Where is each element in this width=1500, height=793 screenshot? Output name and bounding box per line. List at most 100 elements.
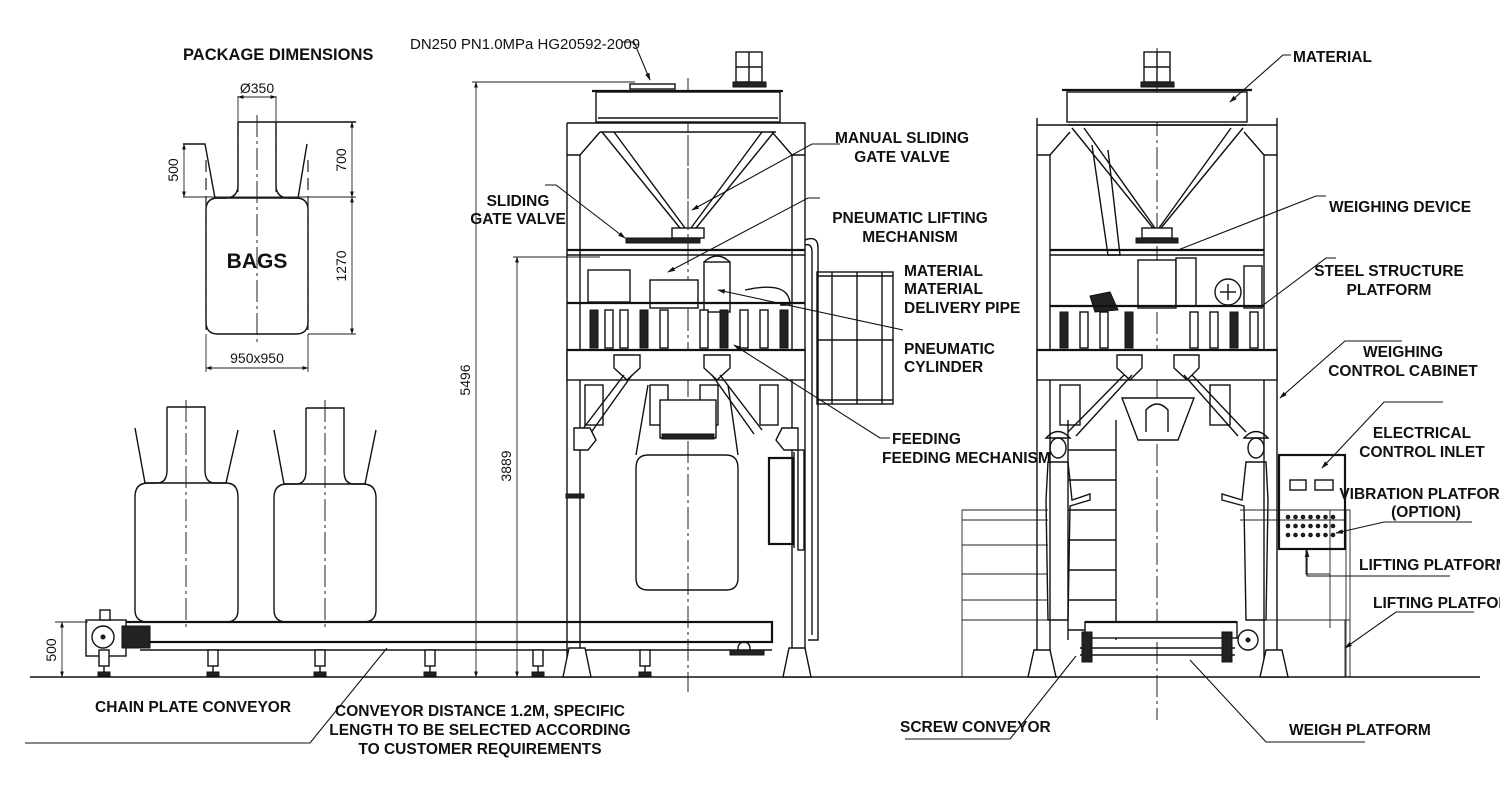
label-steel-structure-platform: STEEL STRUCTURE PLATFORM: [1261, 257, 1464, 307]
bag-on-conveyor-1: [134, 400, 239, 630]
mechanism-part: [639, 309, 649, 349]
label-line: PLATFORM: [1347, 282, 1432, 299]
chain-plate-conveyor: [85, 609, 774, 677]
label-chain-plate-conveyor: CHAIN PLATE CONVEYOR: [95, 699, 291, 716]
label-line: FEEDING: [892, 431, 961, 448]
label-line: WEIGH PLATFORM: [1289, 722, 1431, 739]
bag-outline: [183, 115, 356, 342]
label-line: MANUAL SLIDING: [835, 130, 969, 147]
mechanism-part: [1099, 311, 1109, 349]
mechanism-part: [589, 309, 599, 349]
cabinet-button-icon: [1293, 523, 1298, 529]
label-line: WEIGHING: [1363, 344, 1443, 361]
label-lifting-platform-1: LIFTING PLATFORM: [1304, 549, 1500, 577]
mechanism-part: [719, 309, 729, 349]
bags-on-conveyor: [134, 400, 377, 630]
dim-spout-height: 700: [333, 148, 349, 172]
label-pneumatic-lifting-mechanism: PNEUMATIC LIFTING MECHANISM: [667, 197, 988, 273]
conveyor-feet: [97, 649, 652, 677]
mechanism-part: [739, 309, 749, 349]
label-sliding-gate-valve: SLIDING GATE VALVE: [470, 184, 626, 239]
operator-figure-right: [1221, 430, 1270, 621]
mechanism-part: [584, 384, 604, 426]
cabinet-buttons: [1285, 514, 1336, 538]
label-line: CYLINDER: [904, 359, 983, 376]
conveyor-foot: [423, 649, 437, 677]
conveyor-foot: [313, 649, 327, 677]
mechanism-part: [1079, 311, 1089, 349]
label-line: PNEUMATIC: [904, 341, 995, 358]
conveyor-foot: [97, 649, 111, 677]
cabinet-button-icon: [1315, 523, 1321, 529]
side-mid-parts: [1059, 311, 1259, 426]
cabinet-button-icon: [1285, 523, 1291, 529]
dim-total-height: 5496: [457, 364, 473, 395]
cabinet-button-icon: [1323, 523, 1328, 529]
label-line: MATERIAL: [904, 281, 983, 298]
label-manual-sliding-gate-valve: MANUAL SLIDING GATE VALVE: [691, 130, 969, 211]
label-line: MATERIAL: [904, 263, 983, 280]
label-line: LIFTING PLATFORM: [1359, 557, 1500, 574]
label-line: SLIDING: [487, 193, 550, 210]
label-weighing-device: WEIGHING DEVICE: [1177, 195, 1471, 251]
mechanism-part: [1189, 311, 1199, 349]
label-line: CONVEYOR DISTANCE 1.2M, SPECIFIC: [335, 703, 625, 720]
label-weighing-control-cabinet: WEIGHING CONTROL CABINET: [1279, 340, 1478, 399]
label-weigh-platform: WEIGH PLATFORM: [1189, 659, 1431, 743]
side-view-machine: [961, 48, 1351, 720]
label-line: FEEDING MECHANISM: [882, 450, 1051, 467]
conveyor-foot: [638, 649, 652, 677]
label-line: VIBRATION PLATFORM: [1339, 486, 1500, 503]
label-pneumatic-cylinder: PNEUMATIC CYLINDER: [717, 289, 995, 376]
conveyor-leader-line: [25, 647, 388, 744]
mechanism-part: [604, 309, 614, 349]
label-line: WEIGHING DEVICE: [1329, 199, 1471, 216]
conveyor-foot: [531, 649, 545, 677]
label-conveyor-note: CONVEYOR DISTANCE 1.2M, SPECIFIC LENGTH …: [329, 703, 630, 758]
cabinet-button-icon: [1285, 514, 1291, 520]
cabinet-button-icon: [1293, 532, 1298, 538]
dim-loop-height: 500: [165, 158, 181, 182]
cabinet-button-icon: [1308, 523, 1313, 529]
cabinet-button-icon: [1300, 523, 1306, 529]
cabinet-button-icon: [1293, 514, 1298, 520]
operator-figure-left: [1044, 430, 1091, 621]
mechanism-part: [759, 309, 769, 349]
label-line: LENGTH TO BE SELECTED ACCORDING: [329, 722, 630, 739]
label-line: GATE VALVE: [470, 211, 566, 228]
label-line: LIFTING PLATFORM: [1373, 595, 1500, 612]
front-view-machine: [562, 51, 894, 692]
cabinet-button-icon: [1330, 532, 1336, 538]
mechanism-part: [1229, 311, 1239, 349]
mechanism-part: [1249, 311, 1259, 349]
dim-platform-height: 3889: [498, 450, 514, 481]
dim-body-height: 1270: [333, 250, 349, 281]
cabinet-button-icon: [1330, 514, 1336, 520]
cabinet-button-icon: [1323, 532, 1328, 538]
dim-conveyor-height: 500: [43, 638, 59, 662]
flange-spec-label: DN250 PN1.0MPa HG20592-2009: [410, 36, 640, 53]
mechanism-part: [1059, 311, 1069, 349]
cabinet-button-icon: [1323, 514, 1328, 520]
label-electrical-control-inlet: ELECTRICAL CONTROL INLET: [1321, 401, 1485, 469]
label-lifting-platform-2: LIFTING PLATFORM: [1344, 595, 1500, 649]
label-screw-conveyor: SCREW CONVEYOR: [900, 655, 1077, 740]
cabinet-button-icon: [1315, 532, 1321, 538]
label-line: STEEL STRUCTURE: [1314, 263, 1464, 280]
bags-label: BAGS: [227, 250, 288, 273]
cabinet-button-icon: [1300, 514, 1306, 520]
label-line: DELIVERY PIPE: [904, 300, 1020, 317]
mechanism-part: [1124, 311, 1134, 349]
label-material: MATERIAL: [1229, 49, 1372, 103]
mechanism-part: [779, 309, 789, 349]
cabinet-button-icon: [1308, 514, 1313, 520]
cabinet-button-icon: [1300, 532, 1306, 538]
label-line: CONTROL CABINET: [1328, 363, 1478, 380]
cabinet-button-icon: [1308, 532, 1313, 538]
label-line: PNEUMATIC LIFTING: [832, 210, 988, 227]
label-line: ELECTRICAL: [1373, 425, 1471, 442]
label-material-delivery-pipe: MATERIAL MATERIAL DELIVERY PIPE: [904, 263, 1020, 317]
package-dimensions-section: PACKAGE DIMENSIONS BAGS Ø350 950x950 500: [165, 46, 373, 372]
label-feeding-mechanism: FEEDING FEEDING MECHANISM: [733, 344, 1051, 467]
cabinet-button-icon: [1285, 532, 1291, 538]
